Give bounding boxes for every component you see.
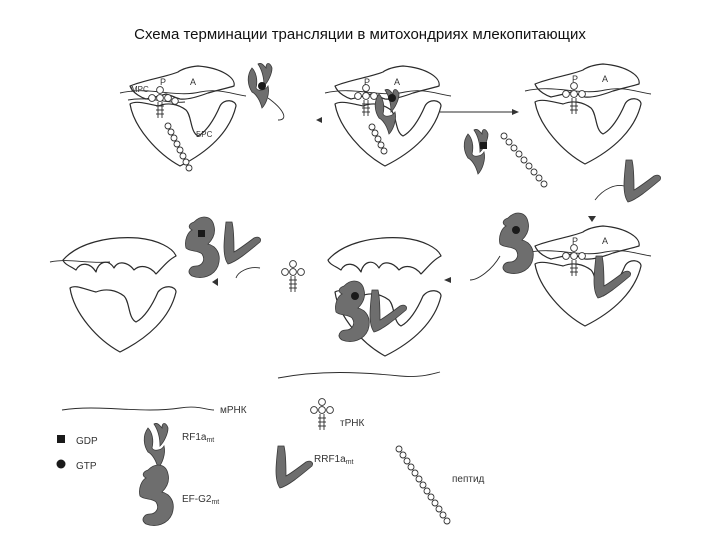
legend: мРНК GDP GTP RF1amt EF-G2mt тРНК RRF1amt…	[57, 399, 485, 526]
legend-efg2-label: EF-G2mt	[182, 494, 219, 506]
legend-gdp-square	[57, 435, 65, 443]
arrow-head-4	[444, 277, 451, 283]
stage-3-ribosome: P A	[525, 64, 651, 164]
released-rf1a-gdp	[464, 129, 488, 174]
label-a-site: A	[394, 77, 400, 87]
legend-gdp-label: GDP	[76, 436, 98, 447]
arrow-head-2	[512, 109, 519, 115]
legend-mrna-label: мРНК	[220, 405, 247, 416]
stage-2-ribosome: P A	[325, 66, 451, 166]
stage-1-ribosome: P A MPC БPC	[120, 63, 284, 171]
arrow-curve-5	[236, 268, 260, 278]
free-mrna	[278, 372, 440, 378]
legend-mrna-line	[62, 407, 214, 410]
released-peptide	[501, 133, 547, 187]
label-p-site: P	[160, 77, 166, 87]
rf1a-factor-incoming	[248, 63, 272, 108]
legend-trna-shape	[311, 399, 334, 430]
arrow-head-3	[588, 216, 596, 222]
label-a-site: A	[602, 236, 608, 246]
peptide-chain-2	[369, 124, 387, 154]
label-p-site: P	[364, 77, 370, 87]
legend-gtp-circle	[57, 460, 66, 469]
legend-peptide-chain	[396, 446, 450, 524]
stage-6-free-subunits	[63, 238, 176, 352]
free-mrna-fragment	[50, 261, 110, 263]
label-a-site: A	[190, 77, 196, 87]
efg2-factor-incoming	[499, 213, 533, 273]
label-small-subunit: БPC	[196, 130, 213, 139]
legend-rrf1a-label: RRF1amt	[314, 454, 354, 466]
legend-gtp-label: GTP	[76, 461, 97, 472]
rrf1a-factor-incoming	[624, 160, 661, 202]
peptide-chain-1	[165, 123, 192, 171]
stage-4-ribosome: P A	[525, 226, 651, 326]
label-large-subunit: MPC	[131, 85, 149, 94]
arrow-curve-4	[470, 256, 500, 280]
arrow-head-5	[212, 278, 218, 286]
arrow-curve-1	[268, 98, 284, 120]
arrow-curve-3	[595, 186, 624, 200]
label-p-site: P	[572, 74, 578, 84]
legend-efg2-shape	[139, 465, 173, 525]
legend-rf1a-label: RF1amt	[182, 432, 214, 444]
label-a-site: A	[602, 74, 608, 84]
stage-5-ribosome	[328, 238, 441, 356]
label-p-site: P	[572, 236, 578, 246]
released-trna	[282, 261, 305, 292]
legend-rrf1a-shape	[276, 446, 313, 488]
arrow-head-1	[316, 117, 322, 123]
legend-rf1a-shape	[144, 423, 168, 468]
legend-trna-label: тРНК	[340, 418, 364, 429]
legend-peptide-label: пептид	[452, 474, 485, 485]
